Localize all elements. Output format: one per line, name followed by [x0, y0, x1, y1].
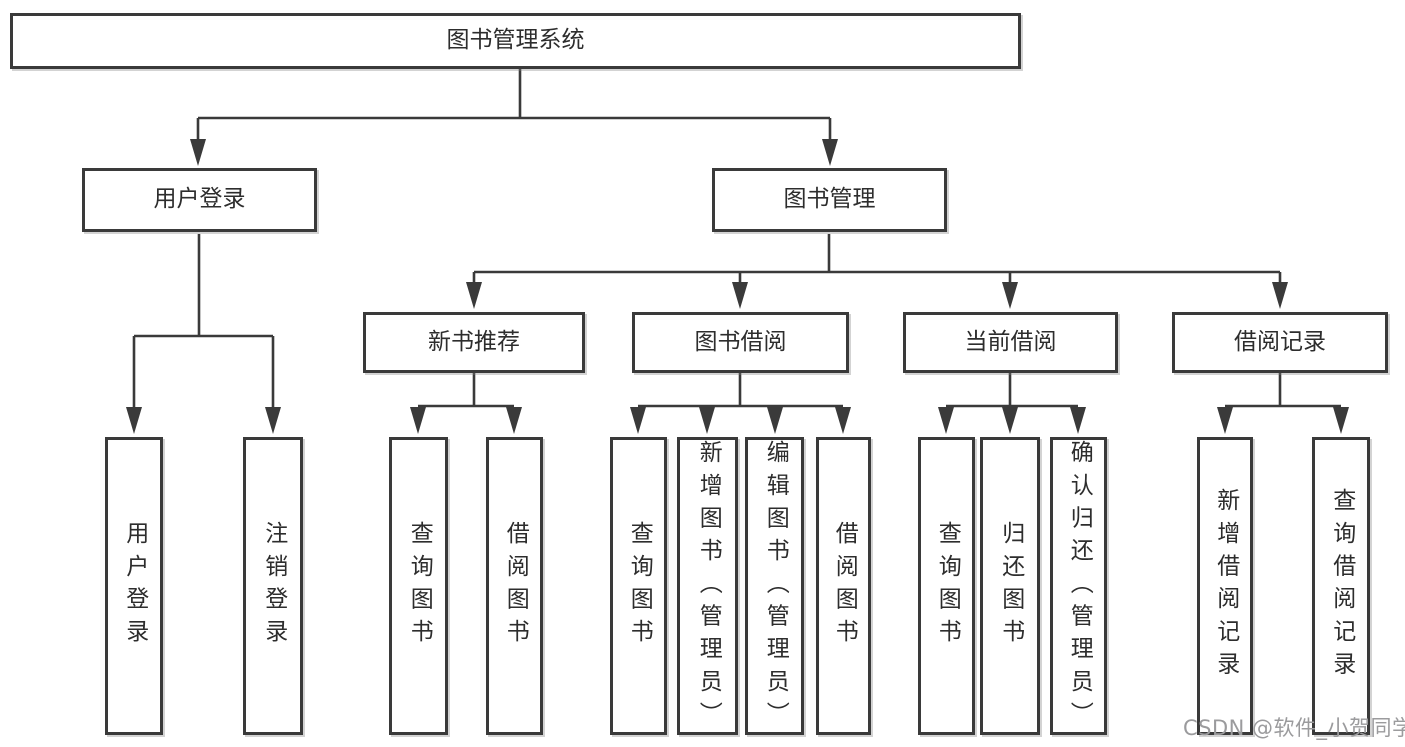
node-user-login: 用户登录: [82, 168, 317, 232]
arrowheads: [126, 139, 1349, 434]
node-return-books: 归还图书: [980, 437, 1040, 735]
node-book-management: 图书管理: [712, 168, 947, 232]
connector-level3-to-leaves: [418, 373, 1341, 408]
node-query-books-current: 查询图书: [918, 437, 975, 735]
connector-root-to-level2: [196, 69, 832, 141]
node-root-library-system: 图书管理系统: [10, 13, 1021, 69]
node-borrowing-records: 借阅记录: [1172, 312, 1388, 373]
node-borrow-books: 借阅图书: [816, 437, 871, 735]
node-query-books-recommend: 查询图书: [389, 437, 448, 735]
node-user-login-action: 用户登录: [105, 437, 163, 735]
node-edit-books-admin: 编辑图书（管理员）: [745, 437, 804, 735]
node-book-borrowing: 图书借阅: [632, 312, 849, 373]
node-borrow-books-recommend: 借阅图书: [486, 437, 543, 735]
node-confirm-return-admin: 确认归还（管理员）: [1050, 437, 1107, 735]
node-add-books-admin: 新增图书（管理员）: [677, 437, 738, 735]
node-logout-action: 注销登录: [243, 437, 303, 735]
node-query-books-borrowing: 查询图书: [610, 437, 667, 735]
connector-userlogin-to-children: [132, 234, 275, 409]
csdn-watermark: CSDN @软件_小贺同学: [1183, 716, 1405, 740]
node-new-book-recommendation: 新书推荐: [363, 312, 585, 373]
connector-bookmgmt-to-level3: [472, 234, 1282, 284]
node-add-borrow-record: 新增借阅记录: [1197, 437, 1253, 735]
node-query-borrow-record: 查询借阅记录: [1312, 437, 1370, 735]
node-current-borrowing: 当前借阅: [903, 312, 1118, 373]
